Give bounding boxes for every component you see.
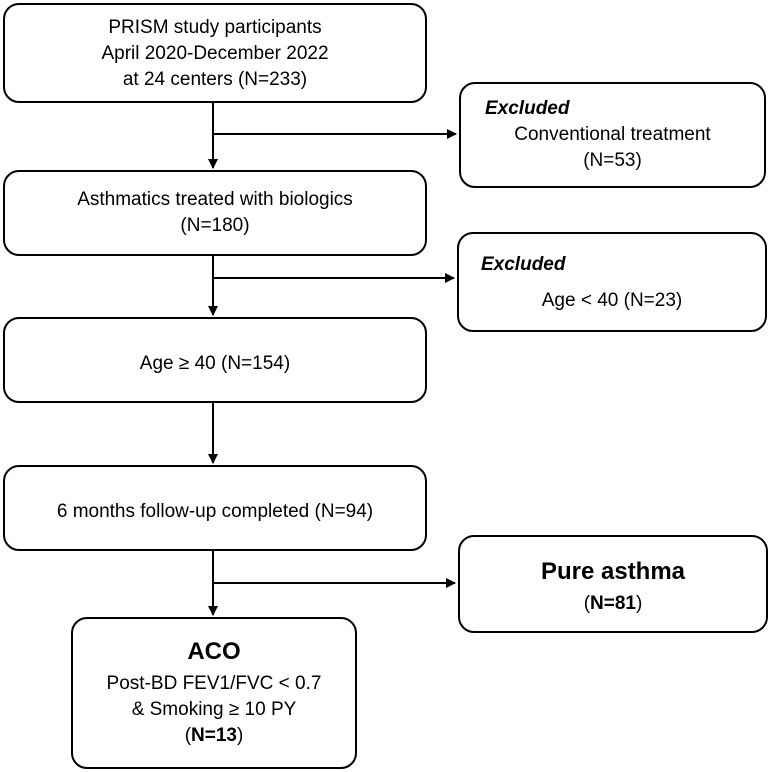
prism-participants-box: PRISM study participants April 2020-Dece… — [3, 3, 427, 103]
excluded-conventional-box: Excluded Conventional treatment (N=53) — [459, 82, 766, 188]
followup-line-1: 6 months follow-up completed (N=94) — [56, 501, 374, 522]
excluded1-line-1: Conventional treatment — [514, 124, 711, 145]
pure-asthma-box: Pure asthma (N=81) — [458, 535, 768, 633]
excluded-heading: Excluded — [481, 254, 566, 275]
biologics-line-2: (N=180) — [180, 215, 250, 236]
followup-box: 6 months follow-up completed (N=94) — [3, 465, 427, 551]
prism-line-1: PRISM study participants — [108, 17, 322, 38]
prism-line-2: April 2020-December 2022 — [101, 43, 329, 64]
aco-count-line: (N=13) — [73, 723, 355, 749]
age-line-1: Age ≥ 40 (N=154) — [139, 353, 291, 374]
pure-asthma-title: Pure asthma — [540, 558, 686, 585]
paren-close: ) — [635, 593, 643, 614]
age-box: Age ≥ 40 (N=154) — [3, 317, 427, 403]
excluded-heading: Excluded — [485, 98, 570, 119]
biologics-box: Asthmatics treated with biologics (N=180… — [3, 170, 427, 256]
pure-asthma-count: N=81 — [590, 593, 636, 614]
paren-open: ( — [583, 593, 591, 614]
aco-line-2: & Smoking ≥ 10 PY — [131, 699, 297, 720]
biologics-line-1: Asthmatics treated with biologics — [77, 189, 353, 210]
paren-close: ) — [236, 725, 244, 746]
aco-count: N=13 — [191, 725, 237, 746]
paren-open: ( — [184, 725, 192, 746]
aco-title: ACO — [187, 638, 241, 665]
pure-asthma-count-line: (N=81) — [460, 591, 766, 617]
excluded1-line-2: (N=53) — [583, 150, 642, 171]
aco-line-1: Post-BD FEV1/FVC < 0.7 — [106, 673, 322, 694]
excluded-age-box: Excluded Age < 40 (N=23) — [457, 232, 767, 332]
prism-line-3: at 24 centers (N=233) — [122, 69, 308, 90]
excluded2-line-1: Age < 40 (N=23) — [541, 290, 683, 311]
aco-box: ACO Post-BD FEV1/FVC < 0.7 & Smoking ≥ 1… — [71, 617, 357, 769]
